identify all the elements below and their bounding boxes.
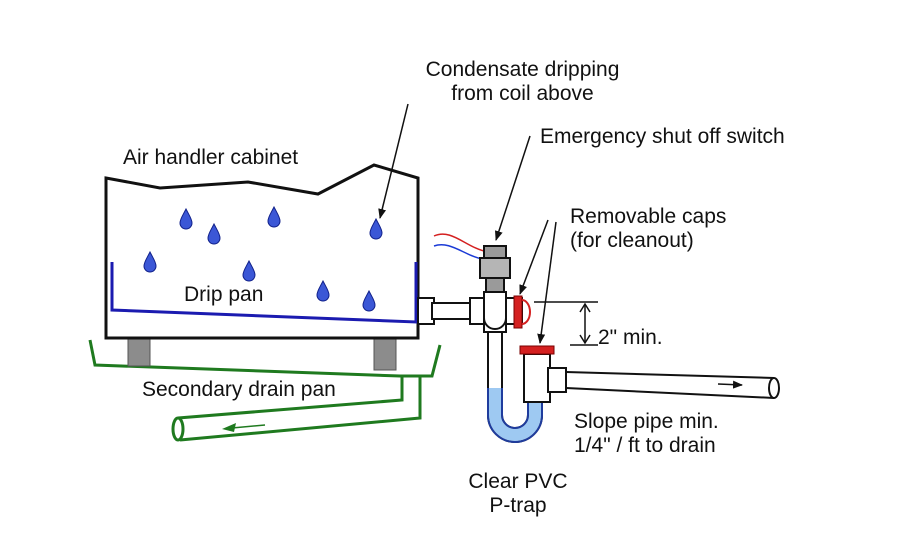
cabinet-foot-right bbox=[373, 337, 397, 371]
leader-cap-lower bbox=[537, 221, 557, 344]
primary-drip-pan bbox=[110, 262, 418, 324]
condensate-label: Condensate dripping from coil above bbox=[395, 58, 650, 106]
cleanout-cap-lower bbox=[519, 345, 555, 355]
leader-condensate bbox=[378, 103, 409, 219]
drain-flow-arrow bbox=[717, 380, 743, 389]
dimension-2in bbox=[534, 301, 598, 346]
emergency-shutoff-switch bbox=[479, 245, 511, 293]
switch-wire-red bbox=[433, 233, 489, 253]
ptrap-label: Clear PVC P-trap bbox=[448, 470, 588, 518]
drain-line bbox=[565, 371, 780, 399]
leader-lines bbox=[378, 103, 557, 344]
air-handler-cabinet bbox=[104, 163, 420, 340]
outlet-tee bbox=[523, 353, 567, 403]
drip-pan-label: Drip pan bbox=[184, 283, 264, 306]
secondary-flow-arrowhead bbox=[222, 423, 236, 432]
slope-label: Slope pipe min. 1/4" / ft to drain bbox=[574, 410, 719, 458]
outlet-pipe bbox=[417, 297, 473, 325]
removable-caps-line2: (for cleanout) bbox=[570, 229, 694, 252]
cleanout-cap-upper bbox=[513, 295, 531, 329]
secondary-flow-arrow bbox=[231, 424, 266, 429]
condensate-label-line2: from coil above bbox=[451, 82, 594, 105]
ptrap-label-line1: Clear PVC bbox=[468, 470, 568, 493]
secondary-drain-pan bbox=[88, 339, 442, 442]
removable-caps-label: Removable caps (for cleanout) bbox=[570, 205, 726, 253]
air-handler-label: Air handler cabinet bbox=[123, 146, 299, 169]
slope-label-line1: Slope pipe min. bbox=[574, 410, 719, 433]
p-trap bbox=[487, 332, 543, 443]
slope-label-line2: 1/4" / ft to drain bbox=[574, 434, 716, 457]
emergency-switch-label: Emergency shut off switch bbox=[540, 125, 785, 148]
leader-switch bbox=[494, 135, 531, 241]
cabinet-foot-left bbox=[127, 337, 151, 367]
secondary-pan-label: Secondary drain pan bbox=[142, 378, 336, 401]
two-inch-min-label: 2" min. bbox=[598, 326, 663, 349]
removable-caps-line1: Removable caps bbox=[570, 205, 727, 228]
leader-cap-upper bbox=[519, 219, 549, 295]
ptrap-label-line2: P-trap bbox=[489, 494, 547, 517]
condensate-label-line1: Condensate dripping bbox=[425, 58, 620, 81]
